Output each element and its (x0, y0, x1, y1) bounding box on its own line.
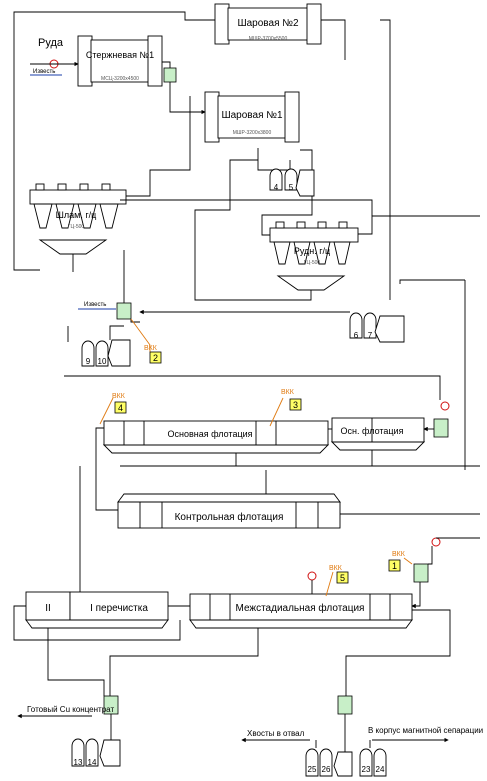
vkk-4-box[interactable] (114, 401, 127, 414)
sump-6-7-icon (374, 315, 405, 343)
pump-4-icon (269, 168, 283, 191)
pump-7-label: 7 (368, 331, 373, 340)
sand-cyclone-label: Рудн. г/ц (294, 246, 330, 256)
flow-meter-8-icon (307, 571, 317, 581)
vkk-5-box[interactable] (336, 571, 349, 584)
ball-mill-1[interactable]: Шаровая №1 МШР-3200x3800 (204, 91, 300, 143)
vkk-1-label: ВКК (392, 551, 406, 558)
pump-group-13-14[interactable]: 13 14 (71, 738, 121, 767)
ball-mill-2[interactable]: Шаровая №2 МШР-3700x5500 (214, 3, 322, 45)
basic-flotation-label: Основная флотация (167, 429, 252, 439)
control-flotation-label: Контрольная флотация (175, 511, 284, 523)
vkk-3-num: 3 (293, 400, 298, 410)
flow-meter-6-icon (440, 401, 450, 411)
pump-group-6-7[interactable]: 6 7 (349, 312, 405, 343)
pump-23-icon (359, 748, 373, 777)
cleaning-i-label: I перечистка (90, 603, 148, 614)
vkk-5-label: ВКК (329, 565, 343, 572)
pump-4-label: 4 (274, 183, 279, 192)
pump-26-label: 26 (322, 765, 331, 774)
pump-10-label: 10 (98, 357, 107, 366)
pump-9-icon (81, 340, 95, 367)
basic-flotation-small[interactable]: Осн. флотация (330, 417, 426, 451)
sampler-tails[interactable] (337, 695, 353, 715)
pump-24-icon (373, 748, 387, 777)
pump-25-icon (305, 748, 319, 777)
vkk-3-box[interactable] (289, 398, 302, 411)
ball-mill-2-model: МШР-3700x5500 (249, 36, 288, 42)
vkk-2-label: ВКК (144, 345, 158, 352)
vkk-2-num: 2 (153, 353, 158, 363)
control-flotation[interactable]: Контрольная флотация (117, 493, 341, 529)
slime-cyclone-model: ГЦ-500 (68, 224, 85, 230)
pump-6-icon (349, 312, 363, 339)
ball-mill-2-label: Шаровая №2 (237, 18, 299, 29)
concentrate-label: Готовый Cu концентрат (27, 705, 114, 714)
sand-cyclone-model: ГЦ-500 (304, 260, 321, 266)
hydrocyclone-slime[interactable]: Шлам. г/ц ГЦ-500 (29, 183, 127, 255)
magnetic-label: В корпус магнитной сепарации (368, 726, 483, 735)
pump-26-icon (319, 748, 333, 777)
interstage-flotation-label: Межстадиальная флотация (236, 602, 365, 614)
vkk-1-box[interactable] (388, 559, 401, 572)
pump-14-icon (85, 738, 99, 767)
pump-13-label: 13 (74, 758, 83, 767)
vkk-2-box[interactable] (149, 351, 162, 364)
rod-mill-model: МСЦ-3200x4500 (101, 76, 139, 82)
vkk-1-num: 1 (392, 561, 397, 571)
hydrocyclone-sand[interactable]: Рудн. г/ц ГЦ-500 (269, 221, 359, 291)
sampler-interstage[interactable] (413, 563, 429, 583)
ore-label: Руда (38, 37, 64, 49)
pump-group-4-5[interactable]: 4 5 (257, 148, 315, 197)
pump-9-label: 9 (86, 357, 91, 366)
vkk-5-num: 5 (340, 573, 345, 583)
vkk-4-num: 4 (118, 403, 123, 413)
ball-mill-1-model: МШР-3200x3800 (233, 130, 272, 136)
sampler-rod[interactable] (163, 67, 177, 83)
sump-13-14-icon (99, 739, 121, 767)
pump-13-icon (71, 738, 85, 767)
lime-label-1: Известь (33, 69, 55, 75)
sump-tails-icon[interactable] (333, 751, 353, 777)
flow-meter-7-icon (431, 537, 441, 547)
vkk-4-label: ВКК (112, 393, 126, 400)
basic-flotation-small-label: Осн. флотация (341, 426, 404, 436)
pump-6-label: 6 (354, 331, 359, 340)
pump-5-label: 5 (289, 183, 294, 192)
sampler-basic[interactable] (433, 418, 449, 438)
tails-label: Хвосты в отвал (247, 729, 305, 738)
pump-group-9-10[interactable]: 9 10 (67, 325, 131, 367)
vkk-3-label: ВКК (281, 389, 295, 396)
slime-cyclone-label: Шлам. г/ц (56, 210, 97, 220)
pump-group-25-26[interactable]: 25 26 (305, 748, 333, 777)
pump-23-label: 23 (362, 765, 371, 774)
lime-label-2: Известь (84, 302, 106, 308)
pump-24-label: 24 (376, 765, 385, 774)
basic-flotation[interactable]: Основная флотация (102, 420, 330, 454)
sump-9-10-icon (107, 339, 131, 367)
pump-group-23-24[interactable]: 23 24 (359, 748, 387, 777)
cleaning-ii-label: II (45, 603, 51, 614)
cleaning-flotation[interactable]: II I перечистка (25, 591, 169, 629)
pump-14-label: 14 (88, 758, 97, 767)
ball-mill-1-label: Шаровая №1 (221, 110, 283, 121)
sump-4-5-icon (295, 169, 315, 197)
rod-mill-label: Стержневая №1 (86, 50, 154, 60)
interstage-flotation[interactable]: Межстадиальная флотация (189, 593, 413, 629)
pump-25-label: 25 (308, 765, 317, 774)
rod-mill-1[interactable]: Стержневая №1 МСЦ-3200x4500 (77, 35, 163, 87)
sampler-slime[interactable] (116, 302, 132, 320)
